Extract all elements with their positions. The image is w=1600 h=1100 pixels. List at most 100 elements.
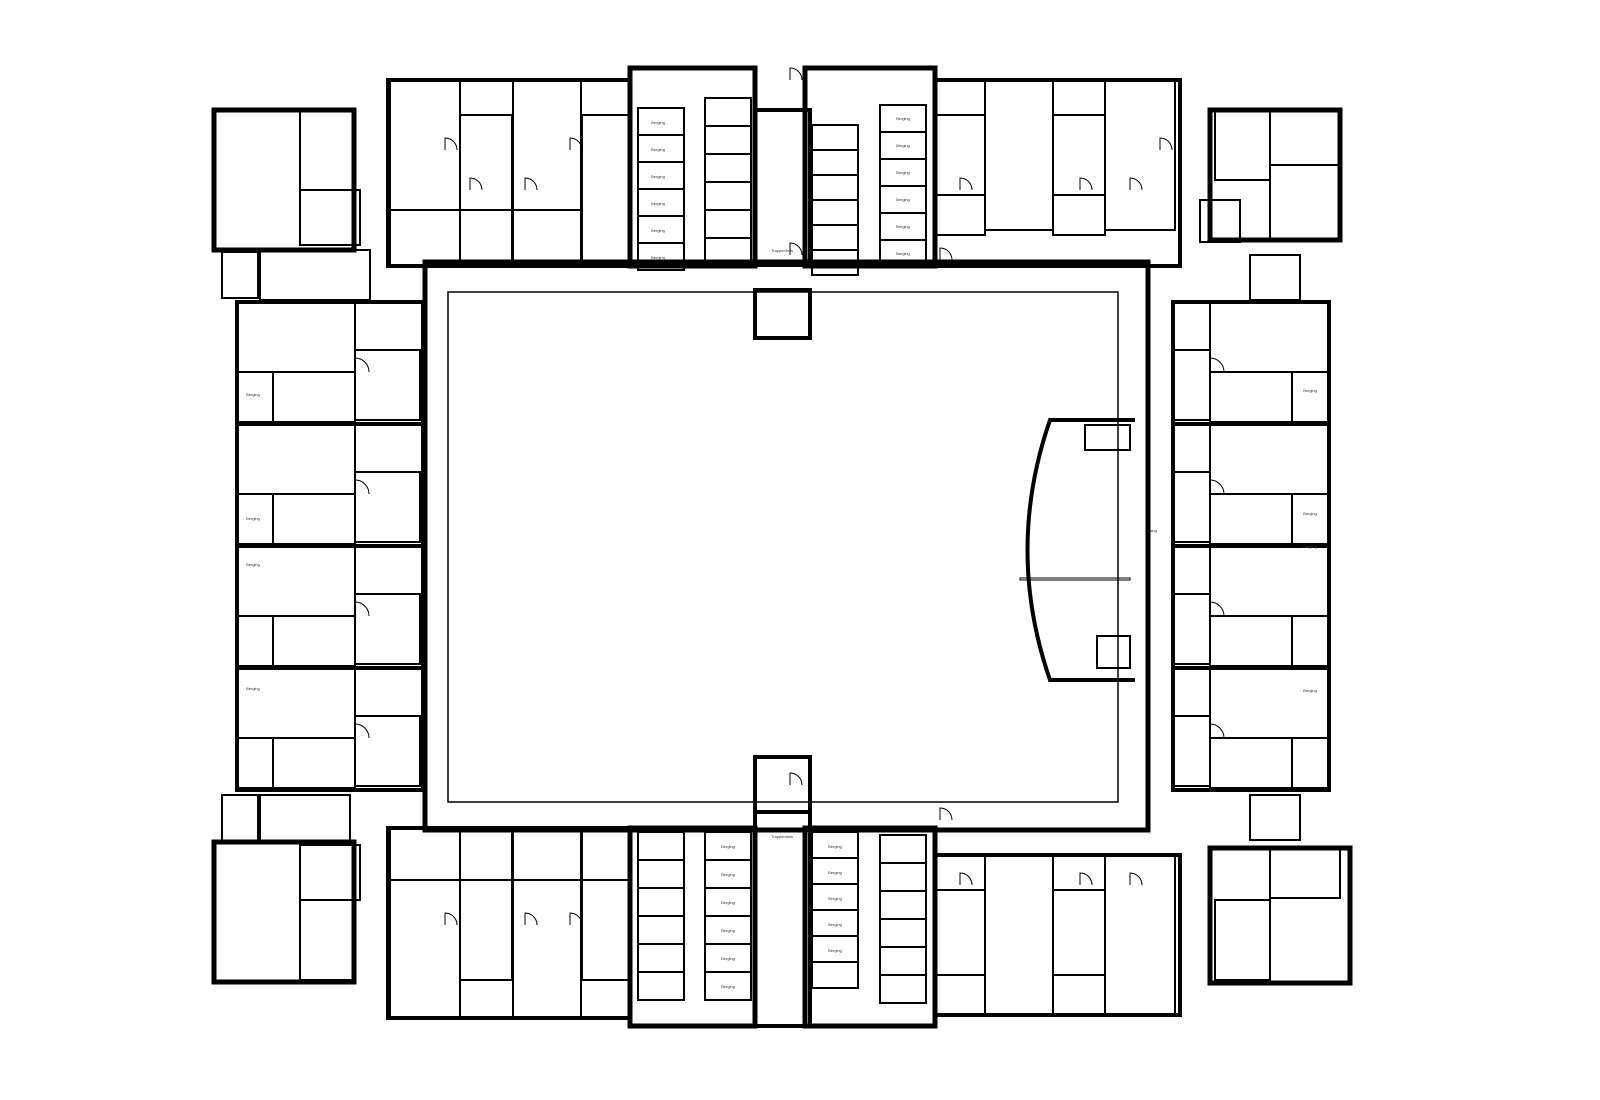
room-label: Berging (828, 844, 842, 849)
room (1052, 854, 1106, 891)
room (1249, 794, 1301, 841)
room (934, 889, 986, 976)
corner-top-left (211, 107, 357, 253)
room (354, 593, 421, 665)
door-swing (1209, 357, 1225, 373)
stair-core-bottom (753, 810, 812, 1028)
room (879, 862, 927, 892)
room (236, 545, 356, 617)
room-label: Berging (896, 116, 910, 121)
room-label: Berging (896, 251, 910, 256)
room-label: Berging (651, 201, 665, 206)
room (704, 97, 752, 127)
apartment (235, 666, 425, 792)
wing-top-left (386, 78, 632, 268)
room (879, 890, 927, 920)
room-label: Trappenhuis (771, 834, 793, 839)
room (811, 249, 859, 276)
door-swing (1209, 601, 1225, 617)
room (879, 946, 927, 976)
room (1269, 164, 1341, 241)
door-swing (569, 912, 583, 926)
room (637, 242, 685, 271)
room (236, 615, 274, 667)
room (637, 859, 685, 889)
room (1172, 471, 1211, 543)
room-label: Berging (1303, 388, 1317, 393)
room-label: Gang (1147, 528, 1157, 533)
room (637, 831, 685, 861)
room (637, 943, 685, 973)
room-label: Berging (1303, 544, 1317, 549)
room-label: Berging (246, 686, 260, 691)
room-label: Trappenhuis (771, 248, 793, 253)
room-label: Berging (828, 922, 842, 927)
room-label: Berging (246, 392, 260, 397)
room (879, 918, 927, 948)
door-swing (959, 872, 973, 886)
door-swing (939, 807, 953, 821)
room-label: Berging (1303, 688, 1317, 693)
door-swing (354, 479, 370, 495)
room (459, 114, 513, 211)
room (221, 794, 259, 842)
room (459, 879, 513, 981)
room (1199, 199, 1241, 243)
room (299, 899, 355, 981)
room (1214, 109, 1271, 181)
room-label: Berging (828, 896, 842, 901)
door-swing (444, 912, 458, 926)
room (389, 79, 461, 211)
door-swing (354, 357, 370, 373)
room (1084, 424, 1131, 451)
room (299, 109, 355, 191)
corner-bottom-right (1207, 845, 1353, 986)
room (1209, 371, 1293, 423)
room (1291, 493, 1329, 545)
room (459, 827, 513, 881)
room (811, 124, 859, 151)
room-label: Berging (896, 224, 910, 229)
room (236, 667, 356, 739)
room (704, 971, 752, 1001)
wing-top-right (933, 78, 1182, 268)
room (581, 114, 630, 266)
door-swing (354, 601, 370, 617)
room (1104, 79, 1176, 231)
room (299, 189, 361, 246)
walls (211, 65, 1353, 1029)
door-swing (1079, 177, 1093, 191)
room (934, 854, 986, 891)
apartment (1171, 544, 1331, 670)
room (459, 209, 513, 267)
room-label: Berging (651, 174, 665, 179)
door-swing (1129, 177, 1143, 191)
room (581, 827, 630, 881)
room (1209, 545, 1329, 617)
room-label: Berging (651, 228, 665, 233)
room (811, 961, 859, 989)
room (637, 915, 685, 945)
room-label: Berging (651, 120, 665, 125)
room (1209, 737, 1293, 789)
room (1249, 254, 1301, 301)
room (236, 423, 356, 495)
room (272, 737, 356, 789)
room (354, 715, 421, 787)
courtyard-wall (422, 259, 1151, 833)
door-swing (1209, 723, 1225, 739)
door-swing (469, 177, 483, 191)
room (354, 471, 421, 543)
room (221, 251, 259, 299)
door-swing (444, 137, 458, 151)
room (1052, 889, 1106, 976)
room (259, 249, 371, 301)
room (811, 224, 859, 251)
room (704, 125, 752, 155)
room (1269, 847, 1341, 899)
room (1209, 615, 1293, 667)
room-label: Berging (721, 872, 735, 877)
room (811, 199, 859, 226)
curved-wall (1025, 418, 1135, 682)
room (879, 974, 927, 1004)
